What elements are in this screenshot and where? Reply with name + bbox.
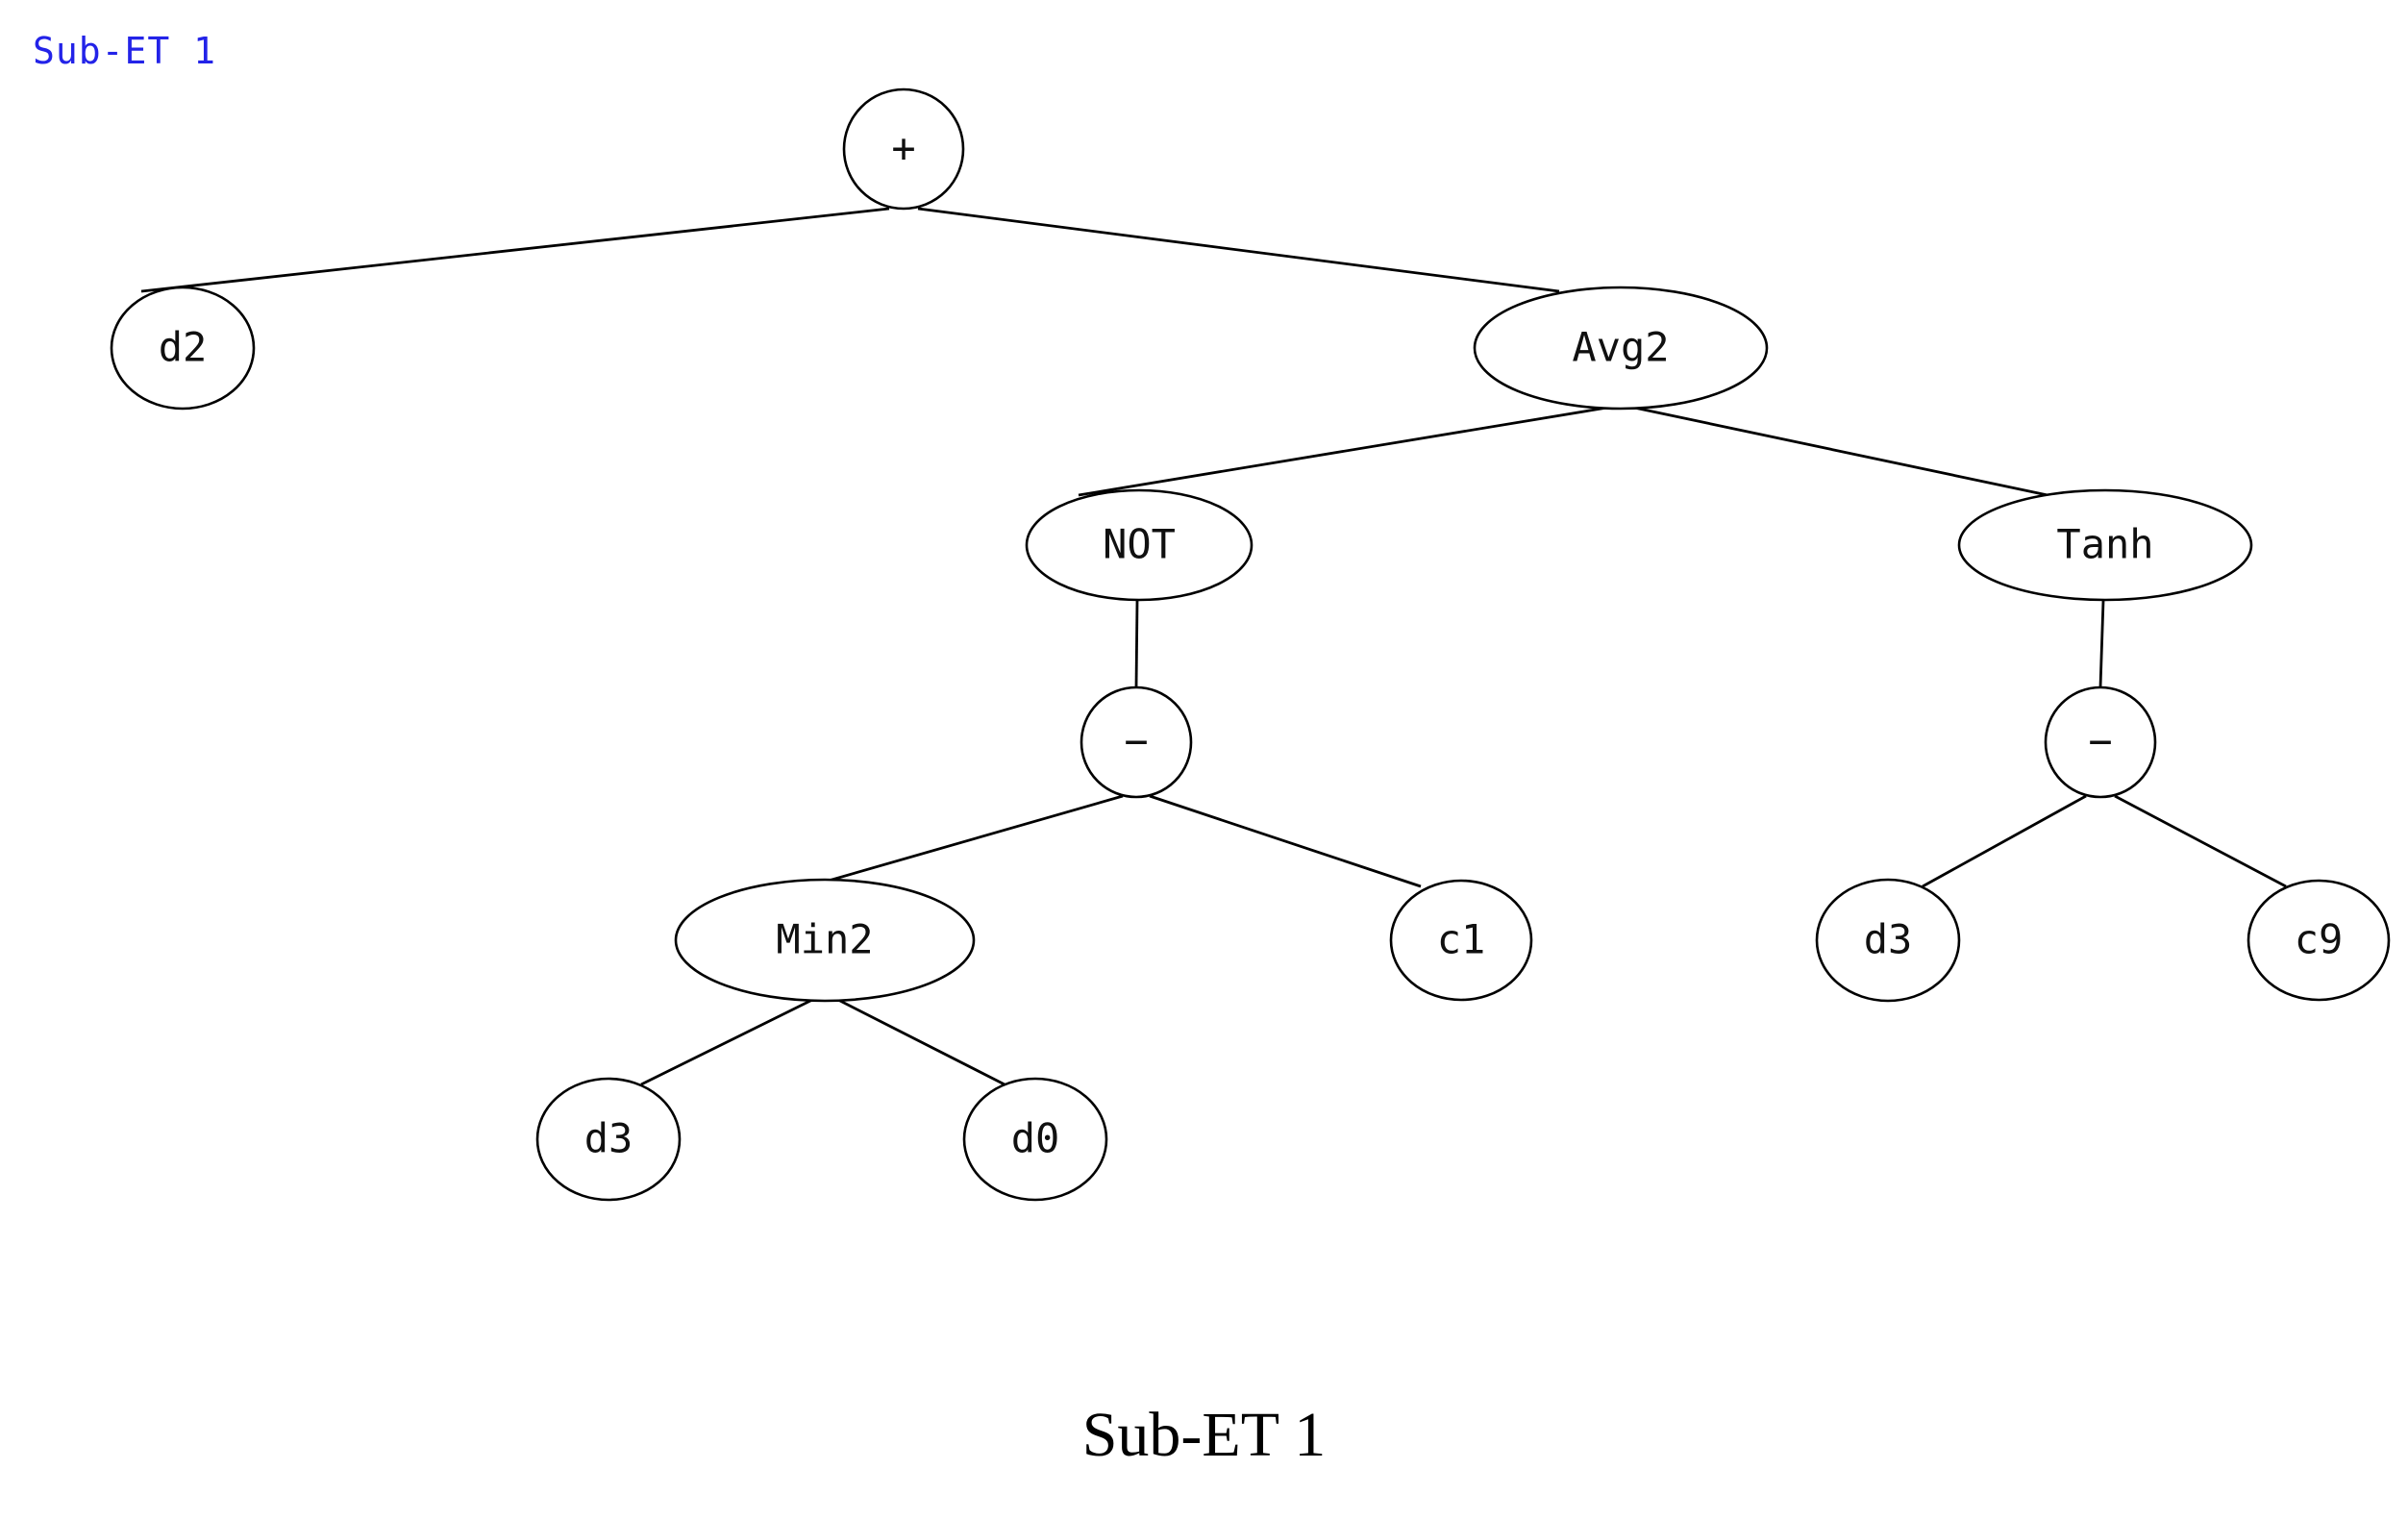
tree-node-n2[interactable]: Avg2 bbox=[1473, 286, 1769, 411]
edges-layer bbox=[140, 207, 2287, 1086]
tree-edge-n6-n10 bbox=[2114, 794, 2287, 888]
node-label: − bbox=[2088, 718, 2112, 765]
node-label: NOT bbox=[1103, 521, 1176, 568]
node-label: c9 bbox=[2295, 916, 2344, 963]
node-label: + bbox=[891, 125, 915, 172]
tree-edge-n4-n6 bbox=[2098, 600, 2105, 688]
node-label: − bbox=[1124, 718, 1148, 765]
tree-edge-n3-n5 bbox=[1134, 600, 1139, 688]
node-label: d0 bbox=[1011, 1115, 1060, 1162]
tree-node-n0[interactable]: + bbox=[842, 87, 965, 211]
node-shape-circle bbox=[2247, 879, 2391, 1002]
tree-node-n8[interactable]: c1 bbox=[1389, 879, 1533, 1002]
node-label: Tanh bbox=[2056, 521, 2153, 568]
tree-edge-n5-n7 bbox=[821, 794, 1124, 884]
node-shape-ellipse bbox=[1025, 488, 1254, 602]
tree-edge-n0-n1 bbox=[140, 207, 890, 293]
tree-node-n5[interactable]: − bbox=[1080, 685, 1193, 799]
tree-node-n4[interactable]: Tanh bbox=[1957, 488, 2253, 602]
tree-edge-n5-n8 bbox=[1149, 794, 1422, 888]
node-label: d3 bbox=[1864, 916, 1913, 963]
tree-edge-n7-n11 bbox=[640, 998, 813, 1086]
node-label: c1 bbox=[1437, 916, 1486, 963]
tree-node-n3[interactable]: NOT bbox=[1025, 488, 1254, 602]
node-shape-circle bbox=[962, 1077, 1108, 1202]
tree-node-n11[interactable]: d3 bbox=[535, 1077, 682, 1202]
node-shape-ellipse bbox=[1473, 286, 1769, 411]
tree-node-n1[interactable]: d2 bbox=[110, 286, 256, 411]
node-shape-ellipse bbox=[1957, 488, 2253, 602]
tree-edge-n0-n2 bbox=[917, 207, 1560, 293]
tree-edge-n6-n9 bbox=[1922, 794, 2087, 888]
node-shape-circle bbox=[535, 1077, 682, 1202]
tree-node-n12[interactable]: d0 bbox=[962, 1077, 1108, 1202]
tree-node-n9[interactable]: d3 bbox=[1815, 878, 1961, 1003]
corner-label-sub-et: Sub-ET 1 bbox=[33, 30, 217, 72]
tree-edge-n2-n4 bbox=[1633, 406, 2048, 497]
node-label: Avg2 bbox=[1572, 324, 1669, 371]
tree-node-n7[interactable]: Min2 bbox=[674, 878, 976, 1003]
node-shape-circle bbox=[1815, 878, 1961, 1003]
node-shape-circle bbox=[842, 87, 965, 211]
node-shape-circle bbox=[1389, 879, 1533, 1002]
node-shape-circle bbox=[2044, 685, 2157, 799]
node-label: Min2 bbox=[776, 916, 873, 963]
node-label: d2 bbox=[159, 324, 208, 371]
node-shape-ellipse bbox=[674, 878, 976, 1003]
node-shape-circle bbox=[1080, 685, 1193, 799]
node-shape-circle bbox=[110, 286, 256, 411]
tree-node-n10[interactable]: c9 bbox=[2247, 879, 2391, 1002]
tree-edge-n7-n12 bbox=[837, 998, 1005, 1086]
node-label: d3 bbox=[584, 1115, 633, 1162]
tree-node-n6[interactable]: − bbox=[2044, 685, 2157, 799]
figure-caption: Sub-ET 1 bbox=[1081, 1400, 1327, 1470]
tree-edge-n2-n3 bbox=[1078, 406, 1608, 497]
